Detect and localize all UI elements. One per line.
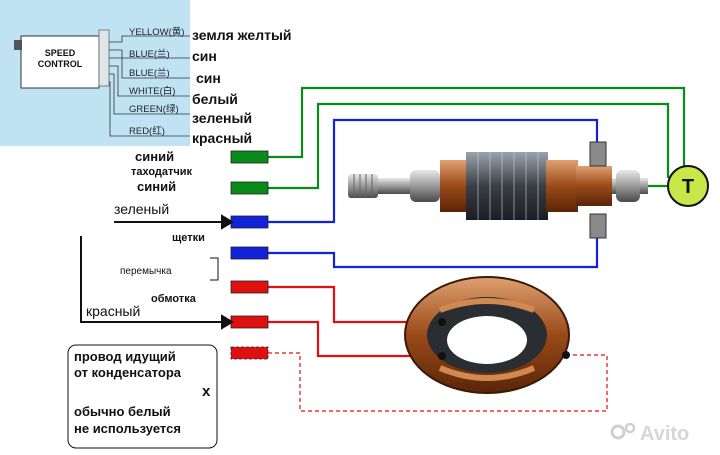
stator-coil-bottom <box>438 365 536 381</box>
label-krasniy: красный <box>86 303 140 319</box>
ru-label-blue-2: син <box>196 70 221 86</box>
terminal-connectors <box>230 150 269 360</box>
winding-right <box>546 160 578 212</box>
stator-terminal-2 <box>438 352 446 360</box>
capacitor-note: провод идущий от конденсатора обычно бел… <box>67 344 218 449</box>
gear-teeth <box>353 174 373 198</box>
ru-label-blue-1: син <box>192 48 217 64</box>
wire-white-line <box>109 65 190 97</box>
capacitor-text-3: обычно белый <box>74 404 171 419</box>
stator-coil-top <box>438 298 536 313</box>
wire-label-red: RED(红) <box>129 125 165 137</box>
stator-terminal-3 <box>562 351 570 359</box>
jumper-bracket <box>210 257 219 281</box>
avito-logo-icon-small <box>624 422 636 434</box>
speed-control-connector <box>98 29 110 87</box>
speed-label: SPEED <box>45 48 76 58</box>
capacitor-text-4: не используется <box>74 421 181 436</box>
terminal-green-1 <box>230 150 269 164</box>
left-labels: синий тахо­датчик синий зеленый щетки пе… <box>86 149 205 319</box>
wire-label-blue-1: BLUE(兰) <box>129 48 170 60</box>
blue-wire-brush-top <box>268 118 599 224</box>
wire-green-line <box>109 73 190 115</box>
green-wire-tacho-1 <box>268 86 686 167</box>
winding-left <box>440 160 468 212</box>
arrow-green-head <box>221 214 234 230</box>
capacitor-text-2: от конденсатора <box>74 365 182 380</box>
terminal-red-2 <box>230 315 269 329</box>
blue-wire-brush-bottom <box>268 238 599 269</box>
label-siniy-bottom: синий <box>137 179 176 194</box>
wire-yellow-line <box>109 35 190 43</box>
tachometer-circle <box>667 165 709 207</box>
capacitor-note-box <box>67 344 218 449</box>
bearing-left <box>410 170 440 202</box>
stator-bore <box>447 316 527 364</box>
label-jumper: перемычка <box>120 266 172 277</box>
armature <box>348 141 648 239</box>
tachometer-sensor: T <box>667 165 709 207</box>
red-wire-winding-2 <box>268 320 440 358</box>
brush-top <box>589 141 607 167</box>
armature-gear-end <box>348 174 378 198</box>
armature-core <box>466 152 548 220</box>
avito-logo-icon <box>610 424 626 440</box>
control-label: CONTROL <box>38 59 83 69</box>
wire-red-line <box>109 81 190 137</box>
terminal-blue-2 <box>230 246 269 260</box>
wire-label-yellow: YELLOW(黄) <box>129 26 184 38</box>
speed-control-box <box>20 35 100 89</box>
bearing-right <box>616 170 640 202</box>
wire-label-green: GREEN(绿) <box>129 103 179 115</box>
ru-label-green: зеленый <box>192 110 252 126</box>
terminal-blue-1 <box>230 215 269 229</box>
wire-blue1-line <box>109 49 190 59</box>
label-siniy-top: синий <box>135 149 174 164</box>
label-zeleniy: зеленый <box>114 201 169 217</box>
avito-watermark-text: Avito <box>640 423 689 445</box>
arrows <box>80 214 234 391</box>
label-winding: обмотка <box>151 293 197 305</box>
wire-blue2-line <box>109 57 190 79</box>
ru-label-red: красный <box>192 130 252 146</box>
arrow-red-head <box>221 314 234 330</box>
label-tachometer: тахо­датчик <box>131 166 193 178</box>
core-slots <box>477 152 539 220</box>
red-wire-winding-1 <box>268 285 440 324</box>
capacitor-text-1: провод идущий <box>74 349 176 364</box>
ru-label-yellow: земля желтый <box>192 27 292 43</box>
wire-routes <box>268 86 686 412</box>
brush-bottom <box>589 213 607 239</box>
terminal-green-2 <box>230 181 269 195</box>
arrow-red-line <box>80 236 222 323</box>
label-brushes: щетки <box>172 232 205 244</box>
speed-control-panel: SPEED CONTROL YELLOW(黄) BLUE(兰) BLUE(兰) … <box>0 0 190 146</box>
russian-wire-labels: земля желтый син син белый зеленый красн… <box>192 27 292 146</box>
tachometer-symbol: T <box>682 176 694 198</box>
green-wire-tacho-2 <box>268 102 670 190</box>
stator <box>404 276 570 394</box>
terminal-red-dashed <box>230 346 269 360</box>
ru-label-white: белый <box>192 91 238 107</box>
terminal-red-1 <box>230 280 269 294</box>
wire-label-blue-2: BLUE(兰) <box>129 67 170 79</box>
avito-watermark: Avito <box>610 422 689 445</box>
speed-control-terminal <box>14 40 22 50</box>
wire-label-white: WHITE(白) <box>129 85 175 97</box>
unused-x-mark: x <box>202 383 211 400</box>
commutator <box>576 166 612 206</box>
stator-terminal-1 <box>438 318 446 326</box>
